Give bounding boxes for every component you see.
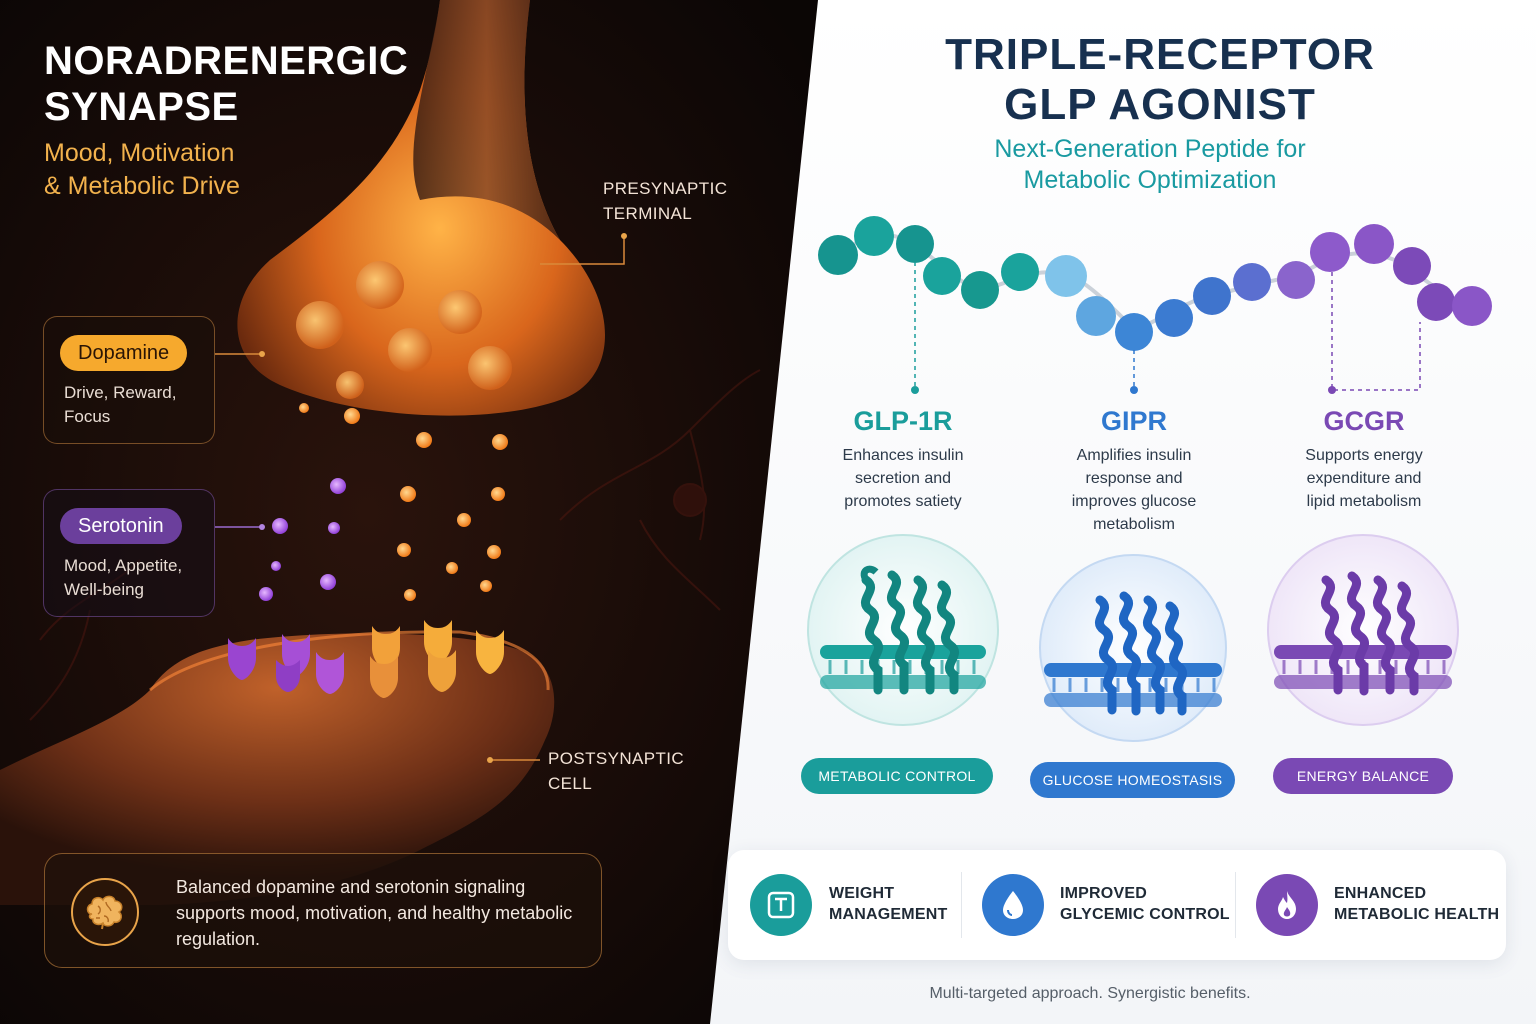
peptide-chain	[818, 216, 1492, 351]
vesicle	[388, 328, 432, 372]
receptor-name-gipr: GIPR	[1100, 406, 1167, 436]
outcome-text: ENHANCED METABOLIC HEALTH	[1334, 883, 1499, 925]
right-title-line1: TRIPLE-RECEPTOR	[945, 30, 1375, 79]
vesicle	[296, 301, 344, 349]
right-title: TRIPLE-RECEPTOR GLP AGONIST	[900, 30, 1420, 130]
receptor-desc-line: secretion and	[854, 470, 952, 487]
serotonin-desc-line2: Well-being	[64, 580, 145, 599]
receptor-desc-gipr: Amplifies insulin response and improves …	[1034, 444, 1234, 536]
left-subtitle: Mood, Motivation & Metabolic Drive	[44, 137, 344, 203]
vesicle	[336, 371, 364, 399]
footer-tagline: Multi-targeted approach. Synergistic ben…	[929, 985, 1251, 1002]
receptor-leaders	[914, 262, 1421, 391]
outcome-weight-management: WEIGHT MANAGEMENT	[728, 850, 960, 960]
receptor-desc-line: promotes satiety	[844, 493, 962, 510]
receptors	[228, 620, 504, 698]
divider	[1235, 872, 1236, 938]
outcome-text: IMPROVED GLYCEMIC CONTROL	[1060, 883, 1230, 925]
receptor-illustration-gcgr	[1267, 534, 1459, 726]
summary-note-text: Balanced dopamine and serotonin signalin…	[176, 877, 573, 949]
serotonin-desc-line1: Mood, Appetite,	[64, 556, 183, 575]
droplet-icon	[982, 874, 1044, 936]
presynaptic-label: PRESYNAPTIC TERMINAL	[603, 176, 727, 226]
brain-icon	[71, 878, 139, 946]
vesicle	[356, 261, 404, 309]
outcome-metabolic-health: ENHANCED METABOLIC HEALTH	[1236, 850, 1506, 960]
outcome-line1: WEIGHT	[829, 885, 895, 902]
outcome-line2: MANAGEMENT	[829, 906, 948, 923]
outcome-line1: ENHANCED	[1334, 885, 1427, 902]
outcomes-card: WEIGHT MANAGEMENT IMPROVED GLYCEMIC CONT…	[728, 850, 1506, 960]
dopamine-desc-line2: Focus	[64, 407, 111, 426]
right-title-line2: GLP AGONIST	[1004, 80, 1316, 129]
orange-particles	[299, 403, 508, 601]
benefit-pill-glucose-homeostasis: GLUCOSE HOMEOSTASIS	[1030, 762, 1235, 798]
dopamine-card: Dopamine Drive, Reward, Focus	[43, 316, 215, 444]
postsynaptic-label-line2: CELL	[548, 774, 593, 793]
receptor-desc-line: lipid metabolism	[1306, 493, 1422, 510]
postsynaptic-cell	[0, 630, 555, 905]
receptor-name-glp1r: GLP-1R	[853, 406, 953, 436]
vesicle	[468, 346, 512, 390]
right-subtitle-line1: Next-Generation Peptide for	[994, 135, 1306, 163]
presynaptic-label-line2: TERMINAL	[603, 204, 693, 223]
flame-icon	[1256, 874, 1318, 936]
receptor-name-gcgr: GCGR	[1323, 406, 1405, 436]
left-subtitle-line2: & Metabolic Drive	[44, 172, 240, 200]
receptor-desc-line: Amplifies insulin	[1076, 447, 1192, 464]
dopamine-desc-line1: Drive, Reward,	[64, 383, 177, 402]
receptor-desc-glp1r: Enhances insulin secretion and promotes …	[803, 444, 1003, 513]
postsynaptic-label: POSTSYNAPTIC CELL	[548, 746, 684, 796]
benefit-pill-energy-balance: ENERGY BALANCE	[1273, 758, 1453, 794]
receptor-desc-line: response and	[1085, 470, 1183, 487]
receptor-desc-gcgr: Supports energy expenditure and lipid me…	[1264, 444, 1464, 513]
scale-icon	[750, 874, 812, 936]
receptor-desc-line: expenditure and	[1306, 470, 1422, 487]
left-subtitle-line1: Mood, Motivation	[44, 139, 235, 167]
left-title: NORADRENERGIC SYNAPSE	[44, 39, 409, 129]
postsynaptic-label-line1: POSTSYNAPTIC	[548, 749, 685, 768]
right-subtitle: Next-Generation Peptide for Metabolic Op…	[930, 134, 1370, 196]
serotonin-desc: Mood, Appetite, Well-being	[64, 554, 182, 602]
receptor-desc-line: improves glucose	[1071, 493, 1197, 510]
outcome-line1: IMPROVED	[1060, 885, 1147, 902]
receptor-desc-line: Enhances insulin	[842, 447, 964, 464]
divider	[961, 872, 962, 938]
outcome-line2: GLYCEMIC CONTROL	[1060, 906, 1230, 923]
vesicle	[438, 290, 482, 334]
callout-lines	[215, 233, 627, 763]
receptor-desc-line: Supports energy	[1305, 447, 1423, 464]
benefit-pill-metabolic-control: METABOLIC CONTROL	[801, 758, 993, 794]
presynaptic-terminal	[237, 0, 605, 416]
purple-particles	[259, 478, 346, 601]
receptor-illustration-gipr	[1039, 554, 1227, 742]
receptor-desc-line: metabolism	[1093, 516, 1175, 533]
serotonin-card: Serotonin Mood, Appetite, Well-being	[43, 489, 215, 617]
outcome-glycemic-control: IMPROVED GLYCEMIC CONTROL	[962, 850, 1234, 960]
dopamine-desc: Drive, Reward, Focus	[64, 381, 176, 429]
presynaptic-label-line1: PRESYNAPTIC	[603, 179, 728, 198]
outcome-text: WEIGHT MANAGEMENT	[829, 883, 947, 925]
receptor-illustration-glp1r	[807, 534, 999, 726]
outcome-line2: METABOLIC HEALTH	[1334, 906, 1500, 923]
serotonin-pill: Serotonin	[60, 508, 182, 544]
dopamine-pill: Dopamine	[60, 335, 188, 371]
summary-note: Balanced dopamine and serotonin signalin…	[44, 853, 602, 968]
right-subtitle-line2: Metabolic Optimization	[1023, 166, 1277, 194]
